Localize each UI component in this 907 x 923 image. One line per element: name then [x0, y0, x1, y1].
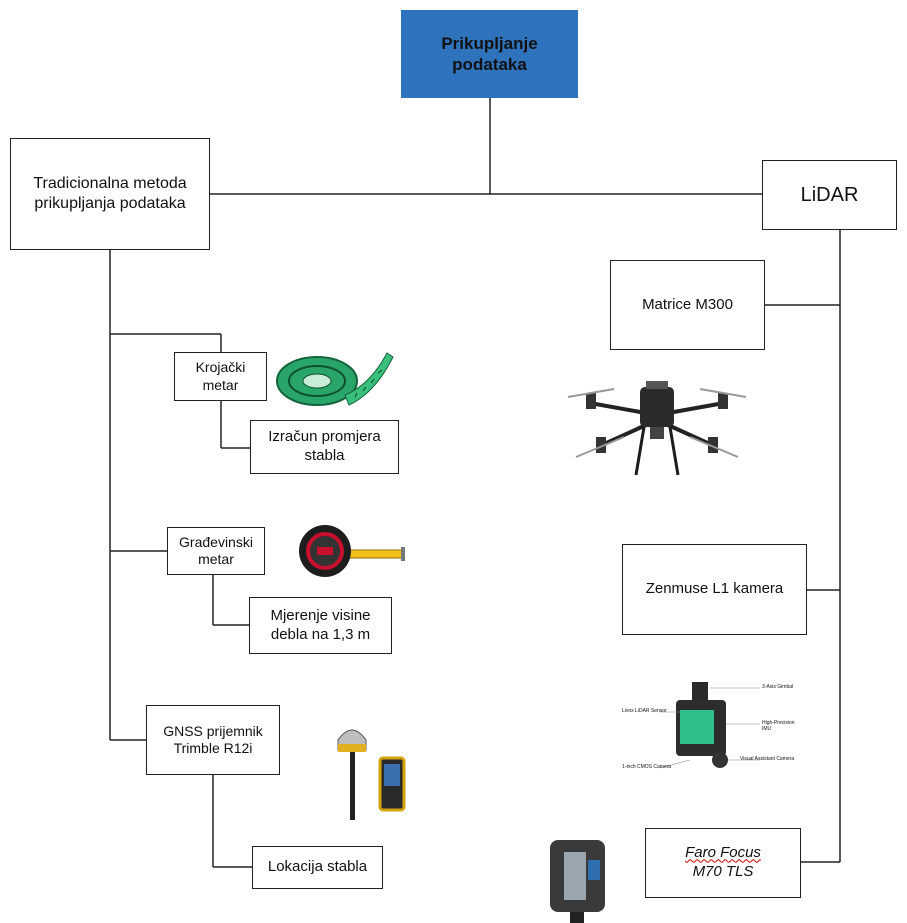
tape-measure-icon [299, 525, 405, 577]
lidar-node: LiDAR [762, 160, 897, 230]
tool-label-line1: Krojački [195, 359, 246, 375]
callout-cmos: 1-inch CMOS Camera [622, 764, 672, 770]
tool-node-construction-tape: Građevinski metar [167, 527, 265, 575]
result-label-line2: stabla [304, 447, 345, 464]
lidar-item-zenmuse: Zenmuse L1 kamera [622, 544, 807, 635]
traditional-label-line2: prikupljanja podataka [34, 195, 186, 212]
result-label-line2: debla na 1,3 m [270, 625, 371, 643]
tool-label-line2: Trimble R12i [173, 740, 253, 756]
result-label: Lokacija stabla [267, 858, 368, 876]
lidar-camera-icon: 3-Axis Gimbal Livox LiDAR Sensor High-Pr… [620, 676, 800, 780]
tool-label-line1: GNSS prijemnik [163, 722, 263, 739]
gnss-receiver-icon [337, 729, 406, 820]
lidar-item-faro: Faro Focus M70 TLS [645, 828, 801, 898]
tool-node-tailor-tape: Krojački metar [174, 352, 267, 401]
lidar-item-label-line1: Faro Focus [685, 844, 761, 862]
callout-assistant-camera: Visual Assistant Camera [740, 756, 795, 762]
tool-node-gnss: GNSS prijemnik Trimble R12i [146, 705, 280, 775]
traditional-label-line1: Tradicionalna metoda [33, 175, 187, 192]
traditional-method-node: Tradicionalna metoda prikupljanja podata… [10, 138, 210, 250]
callout-lidar-sensor: Livox LiDAR Sensor [622, 708, 667, 714]
lidar-item-label-line2: M70 TLS [692, 863, 754, 880]
tool-label-line2: metar [198, 551, 234, 567]
measuring-tape-icon [276, 352, 394, 406]
root-label-line1: Prikupljanje [441, 33, 538, 53]
result-node-diameter: Izračun promjera stabla [250, 420, 399, 474]
lidar-item-label: Zenmuse L1 kamera [645, 580, 784, 598]
tool-label-line2: metar [202, 376, 239, 393]
laser-scanner-icon [550, 840, 605, 923]
root-label-line2: podataka [452, 55, 527, 74]
root-node: Prikupljanje podataka [401, 10, 578, 98]
result-label-line1: Mjerenje visine [270, 606, 371, 624]
result-node-location: Lokacija stabla [252, 846, 383, 889]
drone-icon [567, 381, 747, 476]
lidar-item-label: Matrice M300 [642, 295, 733, 313]
callout-imu: High-Precision IMU [762, 720, 795, 732]
result-label-line1: Izračun promjera [268, 428, 381, 446]
lidar-label: LiDAR [800, 183, 859, 206]
callout-gimbal: 3-Axis Gimbal [762, 684, 794, 690]
result-node-height: Mjerenje visine debla na 1,3 m [249, 597, 392, 654]
lidar-item-matrice: Matrice M300 [610, 260, 765, 350]
tool-label-line1: Građevinski [179, 533, 253, 550]
